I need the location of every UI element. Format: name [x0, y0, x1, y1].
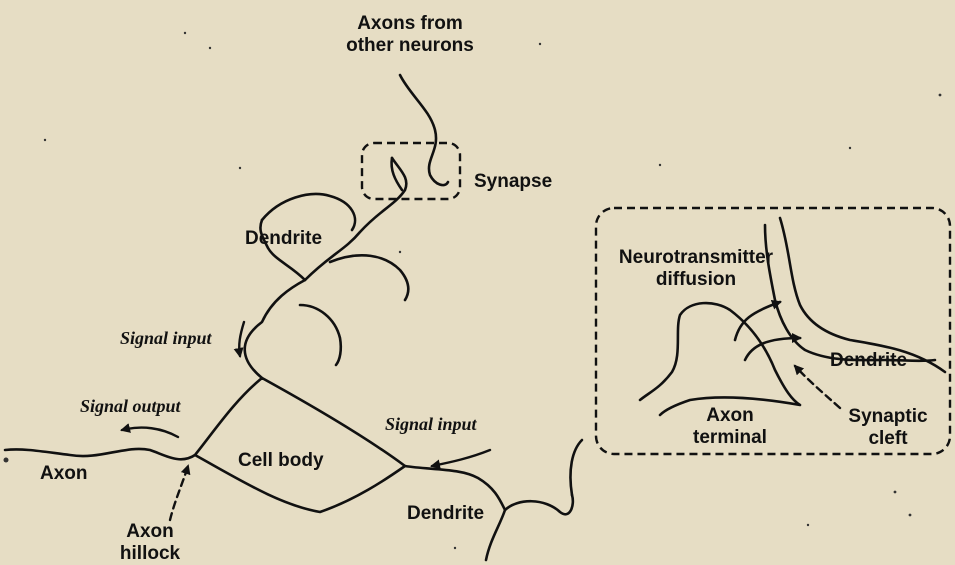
axon-hillock-pointer [170, 466, 188, 520]
axons-from-label: Axons from other neurons [330, 13, 490, 57]
signal-input-left-arrow [239, 322, 244, 356]
dendrite-bottom-label: Dendrite [407, 503, 484, 525]
axon-terminal-line-1: Axon [680, 405, 780, 427]
signal-output-label: Signal output [80, 396, 181, 417]
soma-upper-stalk [245, 280, 305, 378]
synapse-box [362, 143, 460, 199]
signal-output-arrow [122, 428, 178, 437]
axon-terminal-shape [640, 303, 800, 415]
dendrite-inset-label: Dendrite [830, 350, 907, 372]
cell-body-label: Cell body [238, 450, 324, 472]
synaptic-cleft-line-2: cleft [838, 428, 938, 450]
cell-body-outline [195, 378, 405, 512]
synapse-label: Synapse [474, 171, 552, 193]
dendrite-branch-inner [300, 305, 341, 365]
neurotransmitter-line-1: Neurotransmitter [596, 247, 796, 269]
incoming-axon [400, 75, 448, 185]
synaptic-cleft-label: Synaptic cleft [838, 406, 938, 450]
axon-label: Axon [40, 463, 88, 485]
dendrite-branch-curl [262, 194, 355, 230]
axons-from-line-1: Axons from [330, 13, 490, 35]
signal-input-left-label: Signal input [120, 328, 212, 349]
axon-hillock-line-1: Axon [110, 521, 190, 543]
synaptic-cleft-line-1: Synaptic [838, 406, 938, 428]
axon-terminal-label: Axon terminal [680, 405, 780, 449]
neurotransmitter-label: Neurotransmitter diffusion [596, 247, 796, 291]
synaptic-cleft-pointer [795, 366, 840, 408]
dendrite-lower-up [570, 440, 582, 495]
dendrite-top-label: Dendrite [245, 228, 322, 250]
dendrite-lower-branch [486, 510, 505, 560]
axon-hillock-label: Axon hillock [110, 521, 190, 565]
signal-input-right-arrow [432, 450, 490, 466]
neurotransmitter-line-2: diffusion [596, 269, 796, 291]
axon-line [5, 449, 195, 459]
axon-terminal-line-2: terminal [680, 427, 780, 449]
signal-input-right-label: Signal input [385, 414, 477, 435]
diffusion-arrow-2 [745, 338, 800, 360]
dendrite-branch-right [330, 255, 408, 300]
axon-hillock-line-2: hillock [110, 543, 190, 565]
axons-from-line-2: other neurons [330, 35, 490, 57]
